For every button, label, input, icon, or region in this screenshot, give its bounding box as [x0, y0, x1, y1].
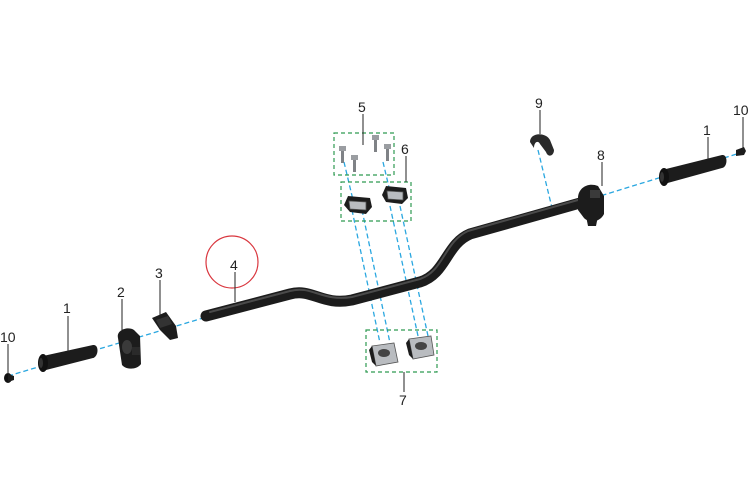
left-switch-housing: [117, 328, 141, 369]
group-box-upper-clamps: [340, 181, 412, 222]
upper-clamp-right: [382, 186, 408, 204]
assembly-axis-lines: [7, 149, 741, 377]
callout-2: 2: [117, 284, 125, 300]
upper-clamps: [344, 186, 408, 214]
left-end-plug: [4, 373, 14, 383]
callout-9: 9: [535, 95, 543, 111]
upper-clamp-bolts: [339, 135, 391, 172]
callout-8: 8: [597, 147, 605, 163]
callout-1-right: 1: [703, 122, 711, 138]
throttle-housing: [578, 184, 604, 226]
callout-labels: 1 2 3 4 5 6 7 8 9 1 10 10: [0, 95, 749, 408]
leader-lines: [7, 110, 744, 392]
callout-1-left: 1: [63, 300, 71, 316]
bolt-3: [372, 135, 379, 152]
callout-6: 6: [401, 141, 409, 157]
bolt-1: [339, 146, 346, 163]
handlebar-tube: [200, 197, 586, 322]
highlight-circle: [205, 235, 259, 289]
bolt-4: [384, 144, 391, 161]
callout-10-left: 10: [0, 329, 16, 345]
group-box-lower-clamps: [365, 329, 438, 373]
callout-4: 4: [230, 257, 238, 273]
lower-clamps: [369, 335, 435, 367]
handlebar-highlight: [209, 199, 579, 313]
right-grip: [659, 154, 727, 186]
bolt-2: [351, 155, 358, 172]
callout-7: 7: [399, 392, 407, 408]
callout-5: 5: [358, 99, 366, 115]
callout-10-right: 10: [733, 102, 749, 118]
callout-3: 3: [155, 265, 163, 281]
group-box-bolts: [333, 132, 395, 176]
upper-clamp-left: [344, 196, 372, 214]
left-grip: [38, 344, 98, 372]
lower-clamp-right: [406, 335, 435, 360]
right-end-plug: [736, 147, 746, 156]
cable-guide: [530, 134, 554, 156]
lower-clamp-left: [369, 342, 399, 367]
throttle-clamp: [152, 312, 178, 340]
